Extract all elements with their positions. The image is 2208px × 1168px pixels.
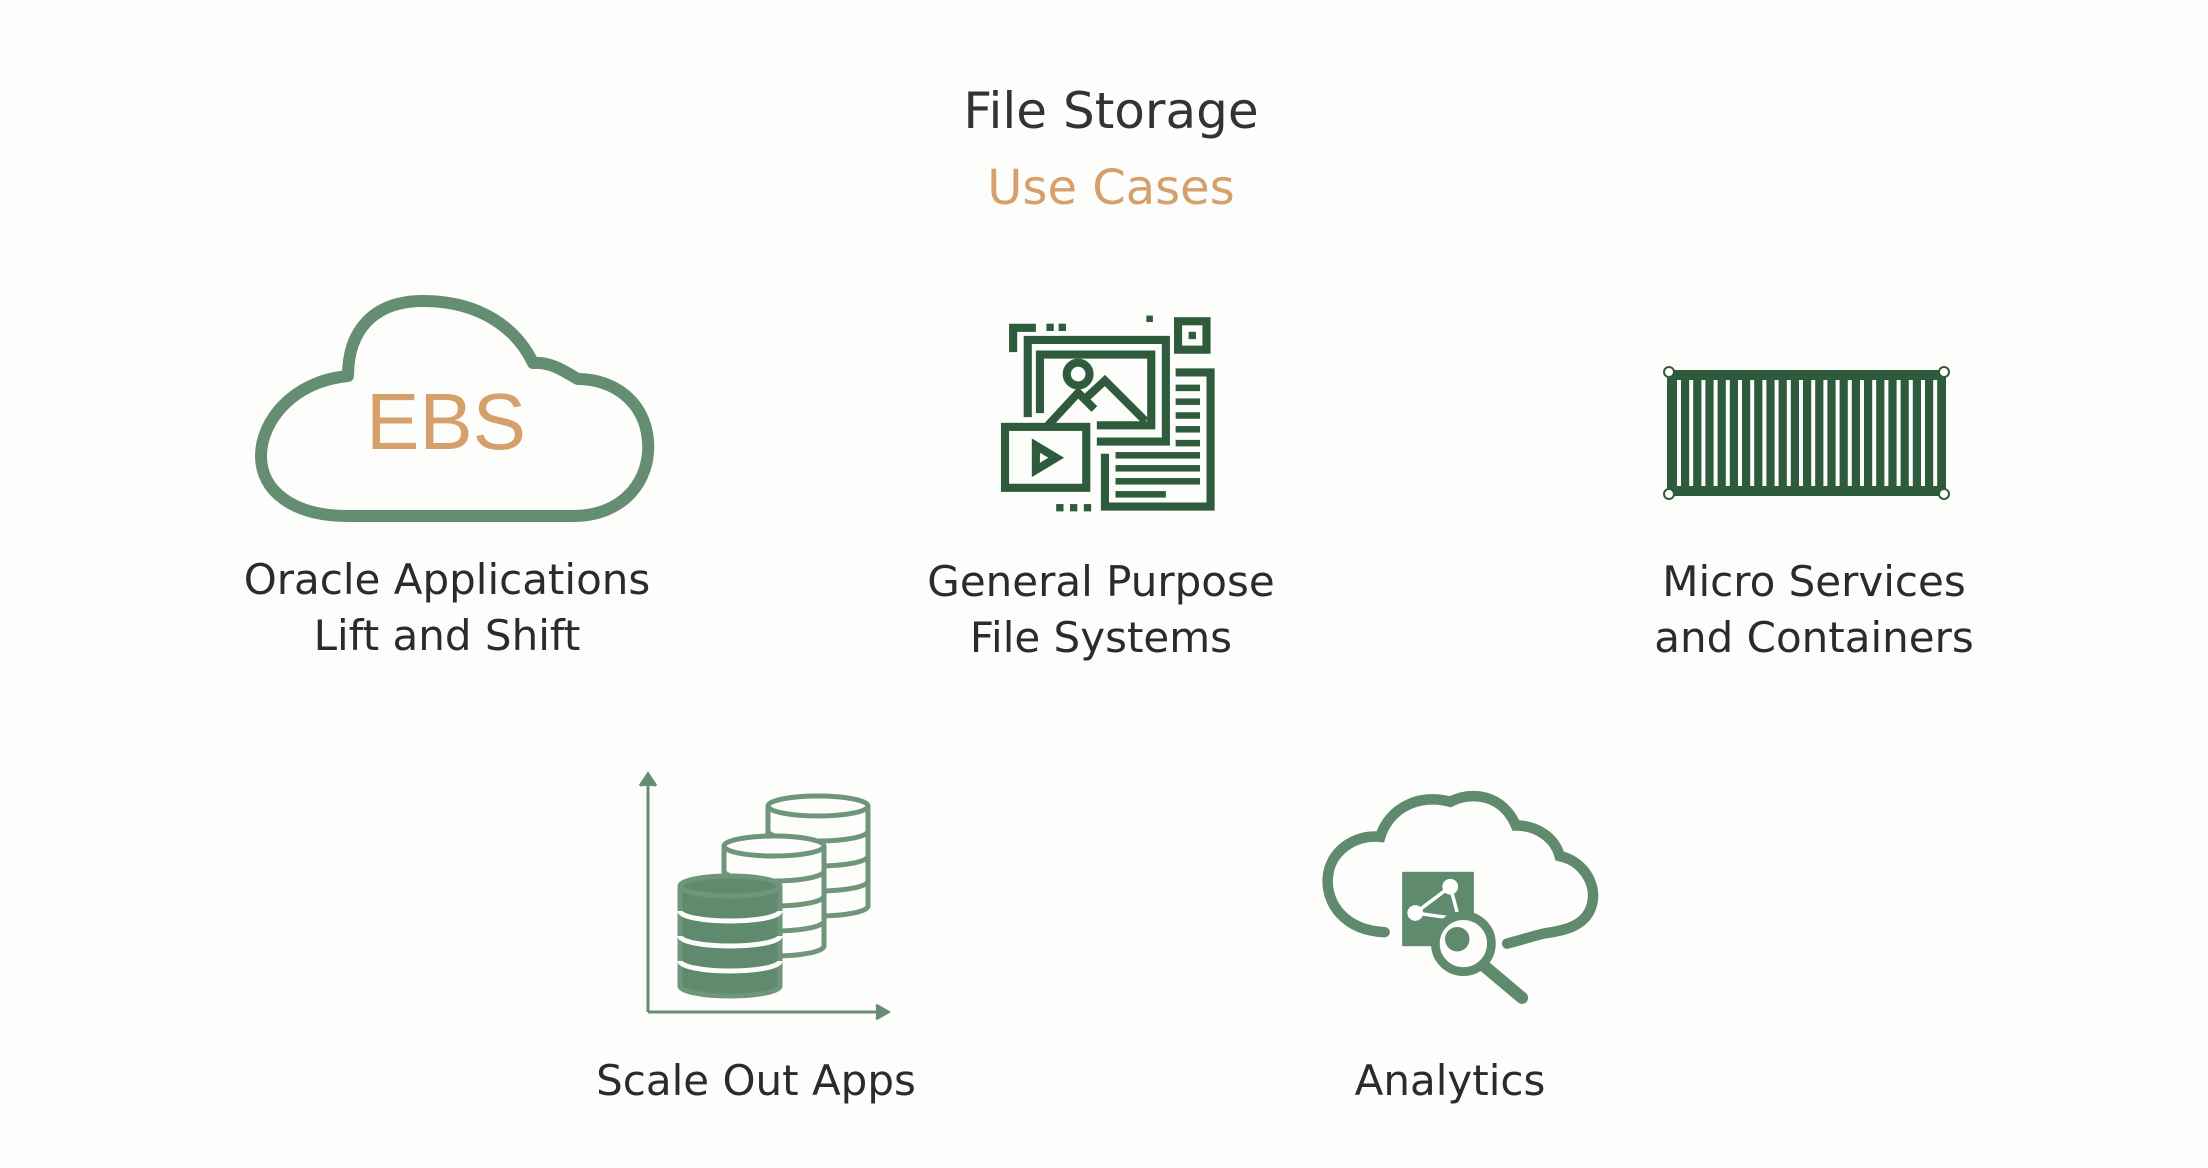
media-files-icon [1000,315,1215,512]
container-stripe [1713,380,1718,486]
use-case-analytics-label: Analytics [1354,1056,1546,1105]
container-stripe [1786,380,1791,486]
container-stripe [1860,380,1864,486]
container-stripe [1896,380,1901,486]
container-stripe [1677,380,1681,486]
container-stripe [1835,380,1840,486]
label-line: General Purpose [927,557,1275,606]
container-stripe [1823,380,1828,486]
container-stripe [1701,380,1706,486]
container-stripe [1921,380,1925,486]
ebs-cloud-icon: EBS [255,295,655,522]
container-icon [1663,366,1950,500]
container-stripe [1933,380,1938,486]
label-line: Lift and Shift [313,611,581,660]
page-title: File Storage [963,82,1259,140]
use-case-oracle-label: Oracle Applications Lift and Shift [147,552,747,664]
use-case-scale-label: Scale Out Apps [596,1056,916,1105]
page-subtitle: Use Cases [987,160,1235,216]
cloud-analytics-icon [1322,790,1599,1004]
container-stripe [1725,380,1730,486]
container-stripe [1750,380,1755,486]
label-line: File Systems [969,613,1233,662]
database-scale-icon [638,771,891,1021]
container-stripe [1811,380,1816,486]
container-stripe [1872,380,1877,486]
database-stack [677,873,783,999]
container-stripe [1762,380,1767,486]
label-line: Oracle Applications [243,555,651,604]
container-stripe [1774,380,1779,486]
use-case-general-label: General Purpose File Systems [801,554,1401,666]
container-stripe [1847,380,1852,486]
container-stripe [1689,380,1694,486]
container-stripe [1908,380,1913,486]
container-stripe [1884,380,1889,486]
label-line: Micro Services [1662,557,1966,606]
ebs-badge: EBS [366,377,526,466]
container-stripe [1738,380,1742,486]
label-line: and Containers [1654,613,1974,662]
use-case-micro-label: Micro Services and Containers [1514,554,2114,666]
container-stripe [1799,380,1803,486]
